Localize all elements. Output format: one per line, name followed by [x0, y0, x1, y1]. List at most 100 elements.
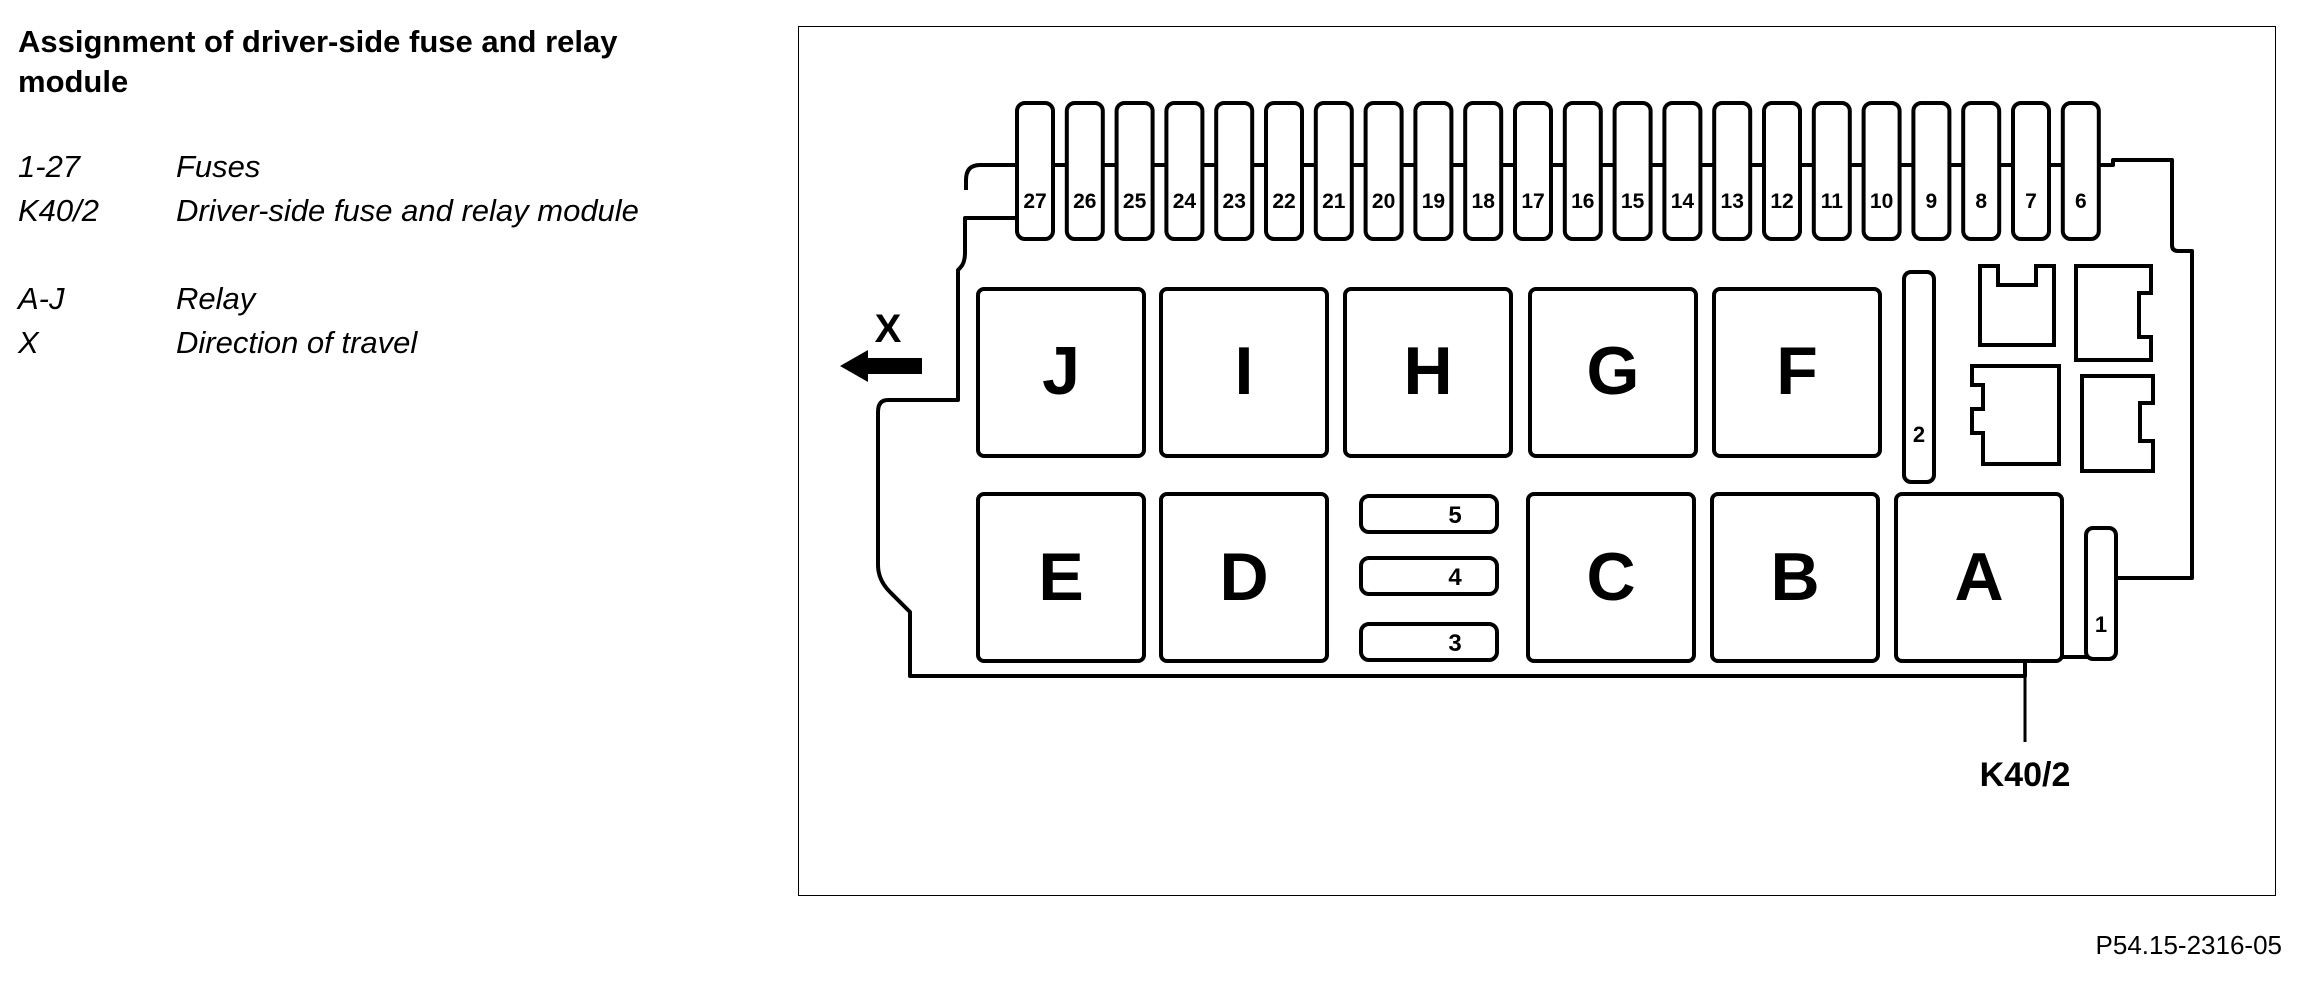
legend-code: A-J — [18, 281, 65, 316]
fuse-label: 23 — [1223, 190, 1246, 213]
fuse-label: 7 — [2025, 190, 2037, 213]
legend-row-direction: X Direction of travel — [18, 321, 738, 365]
fuse-4-body — [1359, 556, 1499, 596]
fuse-label: 21 — [1322, 190, 1346, 213]
fuse-1-body — [2084, 526, 2118, 661]
relay-label: A — [1954, 539, 2003, 615]
fuse-label: 10 — [1870, 190, 1893, 213]
relay-label: G — [1587, 333, 1640, 409]
relay-e-body — [976, 492, 1146, 663]
fuse-label: 5 — [1448, 502, 1461, 529]
fuse-label: 25 — [1123, 190, 1147, 213]
module-housing-outline — [876, 158, 2194, 678]
fuse-label: 11 — [1821, 190, 1844, 213]
fuse-label: 16 — [1571, 190, 1594, 213]
fuse-16-body — [1562, 101, 1603, 241]
direction-label: X — [875, 307, 902, 351]
fuse-label: 6 — [2075, 190, 2087, 213]
fuse-20-body — [1363, 101, 1404, 241]
fuse-18-body — [1463, 101, 1504, 241]
figure-reference: P54.15-2316-05 — [2095, 930, 2282, 960]
fuse-12-body — [1762, 101, 1802, 241]
legend-row-relay: A-J Relay — [18, 277, 738, 321]
relay-label: H — [1403, 333, 1452, 409]
fuse-1-label: 1 — [2095, 612, 2107, 637]
legend-row-fuses: 1-27 Fuses — [18, 145, 738, 189]
relay-label: D — [1219, 539, 1268, 615]
relay-j-body — [976, 287, 1146, 458]
relay-label: I — [1235, 333, 1254, 409]
legend-desc: Direction of travel — [176, 325, 418, 360]
legend-code: K40/2 — [18, 193, 100, 228]
relay-label: E — [1038, 539, 1083, 615]
fuse-label: 8 — [1975, 190, 1987, 213]
relay-f-body — [1712, 287, 1882, 458]
fuse-5-body — [1359, 494, 1499, 534]
direction-arrow-icon — [840, 350, 922, 382]
legend-desc: Relay — [176, 281, 256, 316]
fuse-label: 12 — [1770, 190, 1793, 213]
legend-desc: Driver-side fuse and relay module — [176, 193, 639, 228]
connector-socket-lower-right — [2080, 374, 2155, 473]
relay-h-body — [1343, 287, 1513, 458]
connector-socket-lower-left — [1970, 364, 2061, 466]
connector-socket-upper-left — [1978, 264, 2056, 347]
fuse-19-body — [1413, 101, 1454, 241]
fuse-label: 13 — [1721, 190, 1744, 213]
fuse-6-body — [2060, 101, 2101, 241]
fuse-label: 4 — [1448, 564, 1462, 591]
legend: 1-27 Fuses K40/2 Driver-side fuse and re… — [18, 145, 738, 365]
fuse-11-body — [1811, 101, 1852, 241]
relay-i-body — [1159, 287, 1329, 458]
fuse-15-body — [1612, 101, 1653, 241]
fuse-23-body — [1214, 101, 1255, 241]
fuse-2-body — [1902, 270, 1936, 484]
fuse-27-body — [1015, 101, 1055, 241]
relay-a-body — [1894, 492, 2064, 663]
fuse-label: 27 — [1023, 190, 1046, 213]
relay-label: F — [1776, 333, 1818, 409]
fuse-label: 14 — [1671, 190, 1695, 213]
fuse-3-body — [1359, 622, 1499, 662]
legend-row-module: K40/2 Driver-side fuse and relay module — [18, 189, 738, 233]
fuse-13-body — [1712, 101, 1753, 241]
fuse-17-body — [1513, 101, 1553, 241]
fuse-label: 20 — [1372, 190, 1395, 213]
relay-b-body — [1710, 492, 1880, 663]
fuse-14-body — [1662, 101, 1703, 241]
fuse-label: 19 — [1422, 190, 1445, 213]
fuse-24-body — [1164, 101, 1205, 241]
relay-label: J — [1042, 333, 1080, 409]
fuse-label: 24 — [1173, 190, 1197, 213]
fuse-26-body — [1064, 101, 1105, 241]
fuse-7-body — [2011, 101, 2051, 241]
fuse-label: 26 — [1073, 190, 1096, 213]
fuse-8-body — [1961, 101, 2002, 241]
relay-c-body — [1526, 492, 1696, 663]
fuse-label: 17 — [1521, 190, 1544, 213]
page-title: Assignment of driver-side fuse and relay… — [18, 24, 618, 99]
small-fuse-group: 5 4 3 — [1359, 494, 1499, 662]
module-label: K40/2 — [1980, 756, 2071, 794]
fuse-22-body — [1264, 101, 1304, 241]
relay-label: C — [1586, 539, 1635, 615]
legend-code: 1-27 — [18, 149, 81, 184]
relay-g-body — [1528, 287, 1698, 458]
fuse-label: 3 — [1448, 630, 1461, 657]
fuse-label: 22 — [1272, 190, 1295, 213]
fuse-10-body — [1861, 101, 1902, 241]
fuse-9-body — [1911, 101, 1952, 241]
diagram-frame — [798, 26, 2276, 896]
fuse-label: 18 — [1472, 190, 1496, 213]
connector-socket-upper-right — [2074, 264, 2153, 362]
fuse-25-body — [1114, 101, 1155, 241]
fuse-2-label: 2 — [1913, 422, 1925, 447]
fuse-21-body — [1313, 101, 1354, 241]
legend-desc: Fuses — [176, 149, 261, 184]
relay-label: B — [1770, 539, 1819, 615]
relay-d-body — [1159, 492, 1329, 663]
legend-code: X — [18, 325, 39, 360]
fuse-label: 9 — [1926, 190, 1938, 213]
